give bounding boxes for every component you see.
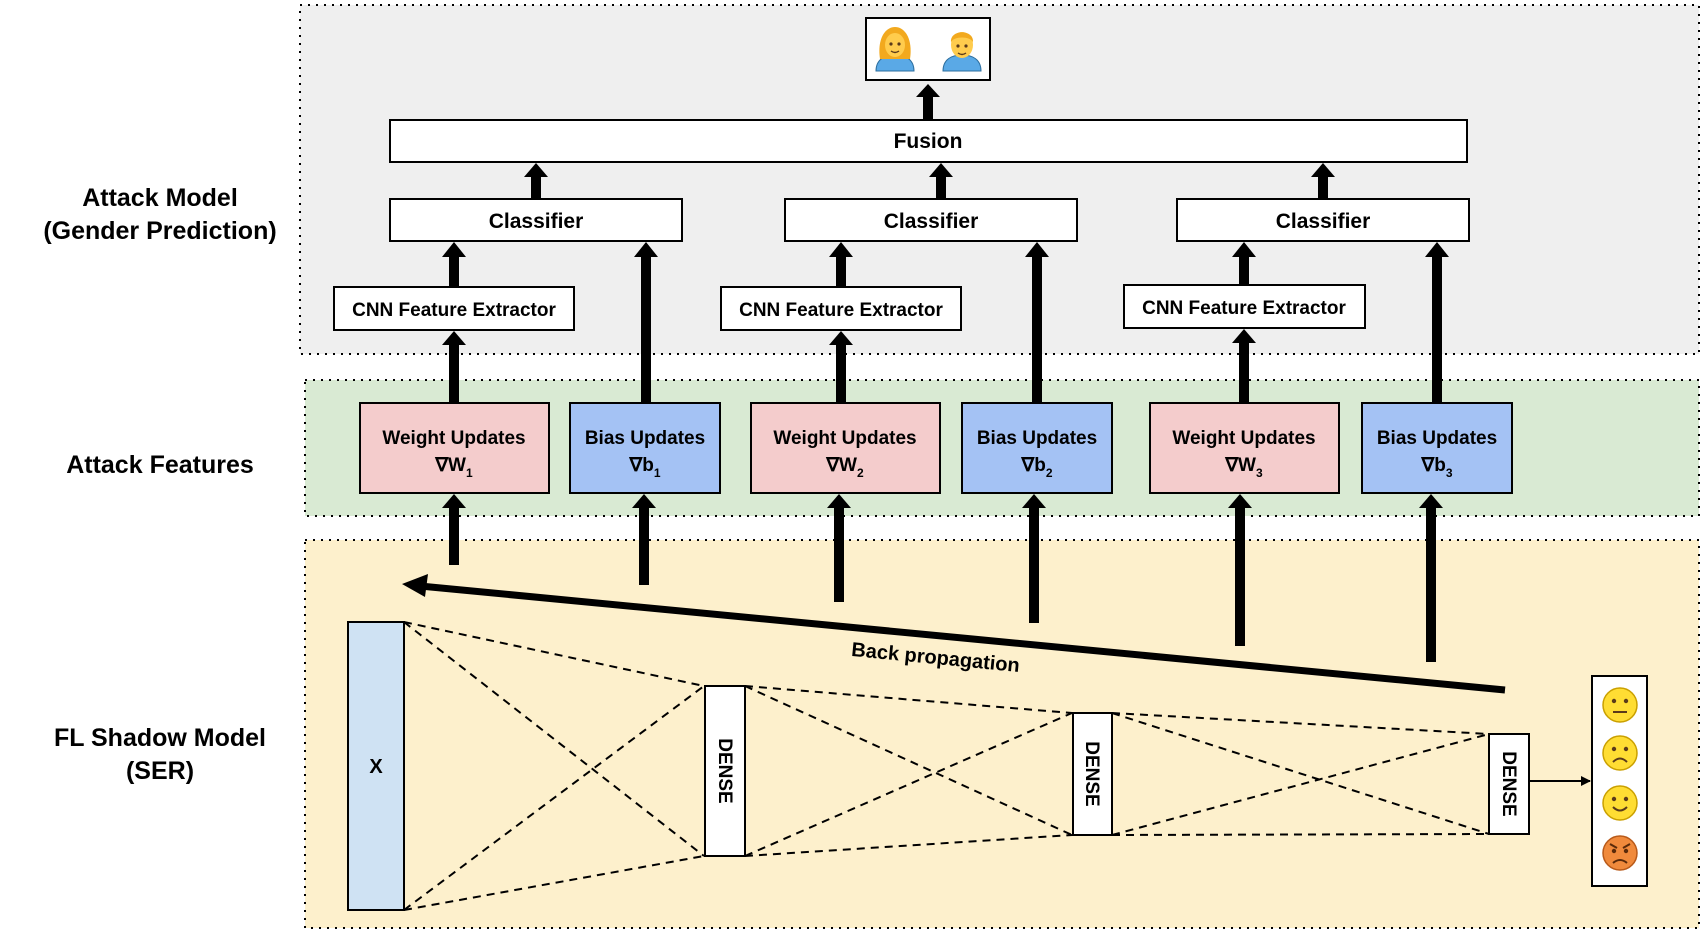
shadow-model-region	[304, 539, 1700, 929]
weight-updates-title-3: Weight Updates	[1172, 428, 1315, 449]
classifier-box-1	[389, 198, 683, 242]
sad-face-icon	[1602, 735, 1638, 771]
classifier-label-3: Classifier	[1276, 210, 1371, 233]
attack-features-label: Attack Features	[66, 451, 254, 479]
woman-icon	[875, 27, 915, 72]
bias-updates-symbol-3: ∇b3	[1420, 455, 1452, 480]
dense-layer-label-3: DENSE	[1498, 751, 1519, 816]
dense-connections	[403, 621, 1490, 911]
man-icon	[942, 32, 982, 72]
dense-layer-box-1	[704, 685, 746, 857]
weight-updates-box-2	[750, 402, 941, 494]
gradient-arrows	[442, 494, 1443, 662]
bias-updates-title-2: Bias Updates	[977, 428, 1097, 449]
shadow-model-label: FL Shadow Model (SER)	[53, 724, 267, 785]
bias-updates-box-1	[569, 402, 721, 494]
dense-layer-label-1: DENSE	[714, 738, 735, 803]
fusion-label: Fusion	[894, 130, 963, 153]
weight-updates-symbol-3: ∇W3	[1224, 455, 1263, 480]
happy-face-icon	[1602, 785, 1638, 821]
classifier-box-2	[784, 198, 1078, 242]
weight-updates-title-1: Weight Updates	[382, 428, 525, 449]
weight-updates-title-2: Weight Updates	[773, 428, 916, 449]
cnn-extractor-box-1	[333, 286, 575, 331]
cnn-extractor-label-2: CNN Feature Extractor	[739, 300, 943, 321]
bias-updates-box-3	[1361, 402, 1513, 494]
fusion-box	[389, 119, 1468, 163]
bias-updates-symbol-2: ∇b2	[1020, 455, 1052, 480]
cnn-extractor-label-1: CNN Feature Extractor	[352, 300, 556, 321]
input-x-label: X	[369, 756, 383, 778]
classifier-label-2: Classifier	[884, 210, 979, 233]
bias-updates-title-3: Bias Updates	[1377, 428, 1497, 449]
cnn-extractor-label-3: CNN Feature Extractor	[1142, 298, 1346, 319]
dense-layer-box-2	[1072, 712, 1113, 836]
dense-layer-box-3	[1488, 733, 1530, 835]
classifier-label-1: Classifier	[489, 210, 584, 233]
attack-model-arrows	[442, 84, 1449, 404]
input-x-box	[347, 621, 405, 911]
angry-face-icon	[1602, 835, 1638, 871]
bias-updates-box-2	[961, 402, 1113, 494]
neutral-face-icon	[1602, 687, 1638, 723]
bias-updates-symbol-1: ∇b1	[628, 455, 660, 480]
dense-layer-label-2: DENSE	[1081, 741, 1102, 806]
cnn-extractor-box-2	[720, 286, 962, 331]
weight-updates-box-3	[1149, 402, 1340, 494]
attack-model-label: Attack Model (Gender Prediction)	[43, 184, 277, 245]
weight-updates-symbol-2: ∇W2	[825, 455, 864, 480]
weight-updates-symbol-1: ∇W1	[434, 455, 473, 480]
weight-updates-box-1	[359, 402, 550, 494]
backprop-arrow	[402, 574, 1506, 694]
classifier-box-3	[1176, 198, 1470, 242]
bias-updates-title-1: Bias Updates	[585, 428, 705, 449]
